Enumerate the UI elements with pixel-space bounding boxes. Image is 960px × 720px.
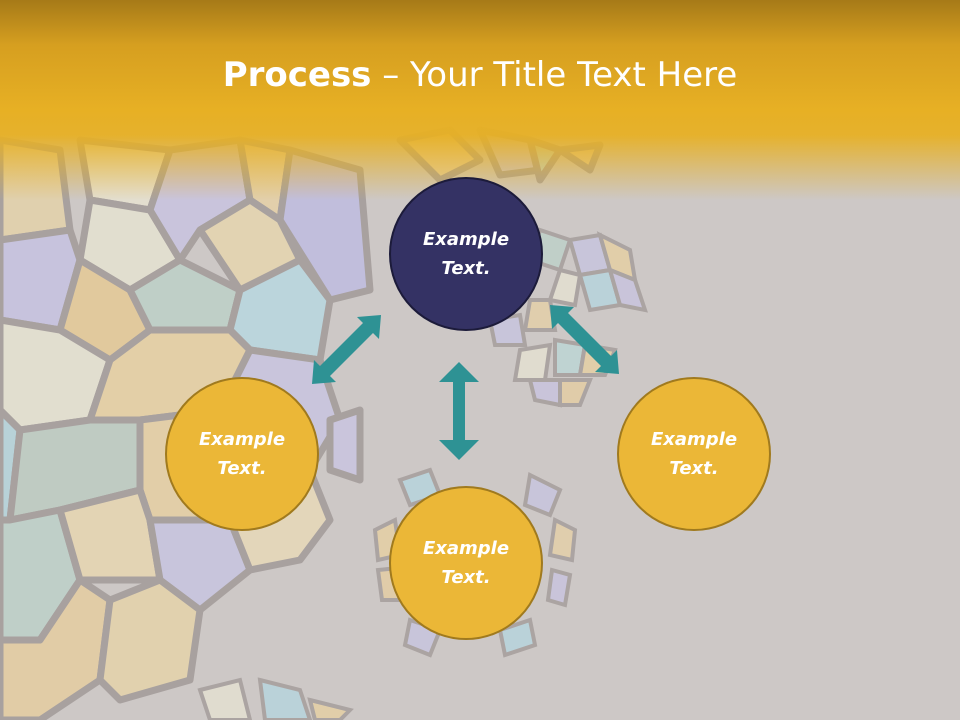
arrow-top-left	[312, 315, 381, 384]
arrow-top-right	[550, 305, 619, 374]
process-node-bottom-label: Example Text.	[422, 538, 510, 588]
process-node-top: Example Text.	[389, 177, 543, 331]
header-band	[0, 0, 960, 200]
process-node-right: Example Text.	[617, 377, 771, 531]
process-node-right-label: Example Text.	[650, 429, 738, 479]
title-bold-part: Process	[222, 55, 372, 95]
process-node-bottom: Example Text.	[389, 486, 543, 640]
process-node-left: Example Text.	[165, 377, 319, 531]
arrow-top-bottom	[439, 362, 479, 460]
slide-title: Process – Your Title Text Here	[0, 52, 960, 98]
process-node-top-label: Example Text.	[422, 229, 510, 279]
title-rest-part: – Your Title Text Here	[371, 55, 738, 95]
process-node-left-label: Example Text.	[198, 429, 286, 479]
